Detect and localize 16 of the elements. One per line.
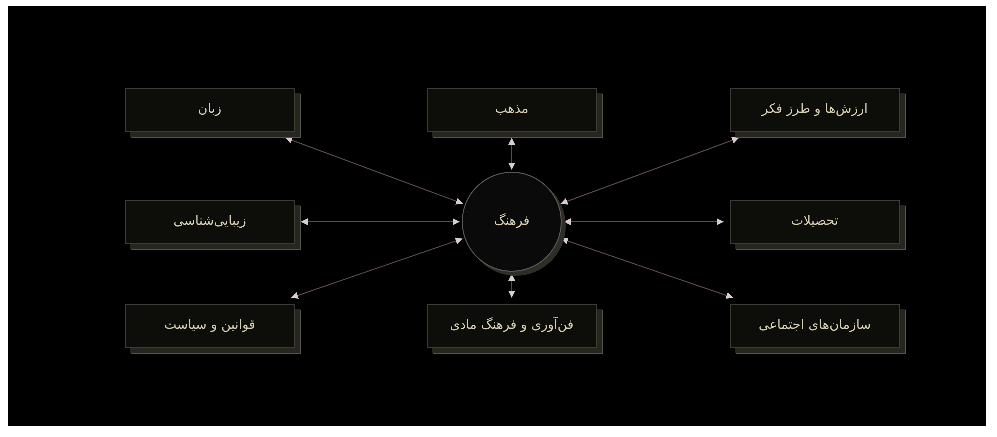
node-label: زبان bbox=[198, 101, 222, 119]
node-label: تحصیلات bbox=[791, 213, 839, 231]
double-arrow bbox=[285, 137, 464, 205]
node-label: مذهب bbox=[495, 101, 529, 119]
double-arrow bbox=[290, 238, 464, 300]
double-arrow bbox=[560, 137, 740, 205]
node-label: ارزش‌ها و طرز فکر bbox=[762, 101, 868, 119]
node-label: قوانین و سیاست bbox=[164, 317, 256, 335]
node-label: زیبایی‌شناسی bbox=[174, 213, 246, 231]
double-arrow bbox=[300, 218, 460, 226]
node-label: فرهنگ bbox=[494, 213, 530, 231]
double-arrow bbox=[508, 274, 516, 298]
node-label: فن‌آوری و فرهنگ مادی bbox=[450, 317, 574, 335]
double-arrow bbox=[564, 218, 724, 226]
double-arrow bbox=[508, 138, 516, 170]
node-label: سازمان‌های اجتماعی bbox=[758, 317, 872, 335]
